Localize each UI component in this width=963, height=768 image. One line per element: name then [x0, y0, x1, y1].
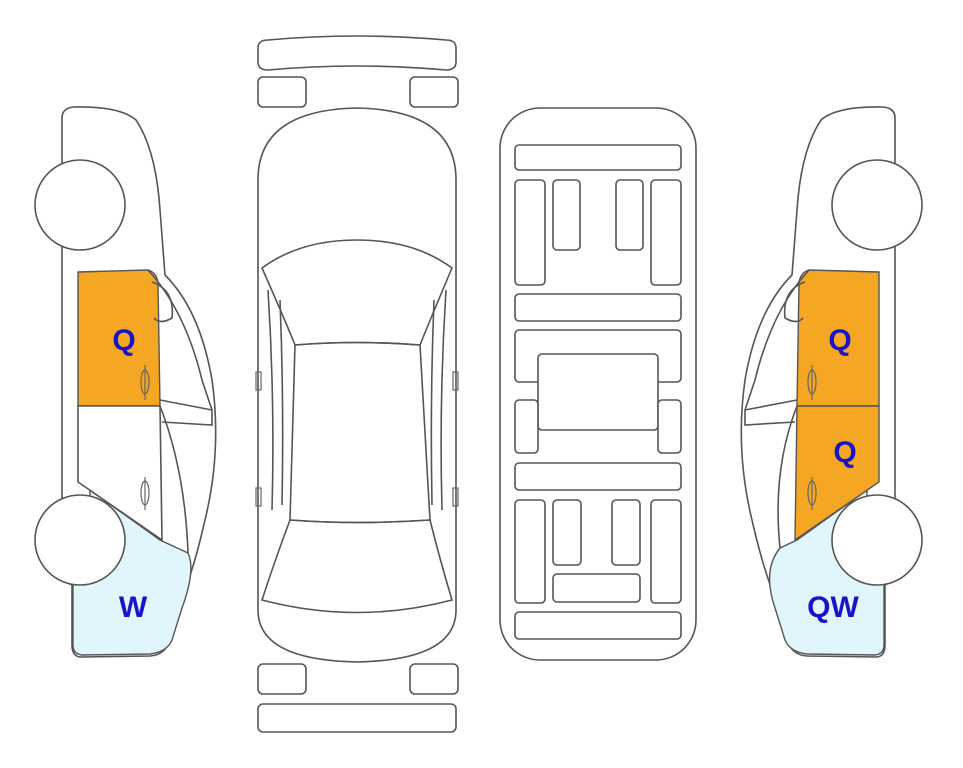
underbody-rear-right-tank [615, 179, 644, 251]
underbody-rear-left-tank [552, 179, 581, 251]
right-mirror [783, 281, 806, 323]
underbody-front-right-block [611, 499, 641, 566]
top-rear-bumper [257, 35, 457, 71]
left-rear-door-panel [77, 405, 163, 542]
top-front-left-light [257, 663, 307, 695]
underbody-center-panel [537, 353, 659, 431]
right-rear-door-panel [794, 405, 880, 542]
top-right-mirror [452, 371, 459, 391]
top-front-bumper [257, 703, 457, 733]
underbody-rear-right-rail [650, 179, 682, 286]
left-front-handle [140, 365, 150, 400]
left-a-pillar [147, 269, 213, 411]
left-front-door-mark: Q [112, 324, 135, 357]
left-front-wheel [34, 159, 126, 251]
right-rear-handle [807, 477, 817, 510]
right-sill [777, 405, 798, 549]
left-rear-handle [140, 477, 150, 510]
underbody-front-bar [514, 611, 682, 640]
top-left-handle [255, 487, 262, 507]
left-rear-wheel [34, 494, 126, 586]
right-rear-door-mark: Q [833, 436, 856, 469]
right-rear-wheel [831, 159, 923, 251]
top-body [257, 107, 457, 663]
left-window-line [159, 399, 213, 426]
underbody-front-left-rail [514, 499, 546, 604]
top-rear-right-light [409, 76, 459, 108]
top-right-side-glass [430, 289, 447, 511]
underbody-front-right-rail [650, 499, 682, 604]
underbody-mid-bar-1 [514, 293, 682, 322]
left-sill [159, 405, 189, 554]
right-a-pillar [744, 269, 810, 411]
right-rear-quarter-mark: QW [807, 591, 859, 624]
underbody-rear-left-rail [514, 179, 546, 286]
top-left-mirror [255, 371, 262, 391]
top-windshield [260, 519, 454, 614]
underbody-rear-bar [514, 144, 682, 171]
right-front-handle [807, 365, 817, 400]
right-window-line [744, 399, 798, 426]
top-front-right-light [409, 663, 459, 695]
right-front-door-mark: Q [828, 324, 851, 357]
underbody-front-left-block [552, 499, 582, 566]
underbody-engine-block [552, 573, 641, 603]
underbody-right-mid [657, 399, 682, 454]
left-mirror [151, 281, 174, 323]
right-side-view: Q Q QW [740, 106, 923, 658]
left-side-view: Q W [34, 106, 217, 658]
right-front-wheel [831, 494, 923, 586]
underbody-view [499, 107, 697, 661]
underbody-left-mid [514, 399, 539, 454]
left-rear-quarter-mark: W [119, 591, 148, 624]
top-rear-left-light [257, 76, 307, 108]
top-view [255, 35, 459, 733]
top-right-handle [452, 487, 459, 507]
top-left-side-glass [267, 289, 284, 511]
underbody-mid-bar-2 [514, 462, 682, 491]
